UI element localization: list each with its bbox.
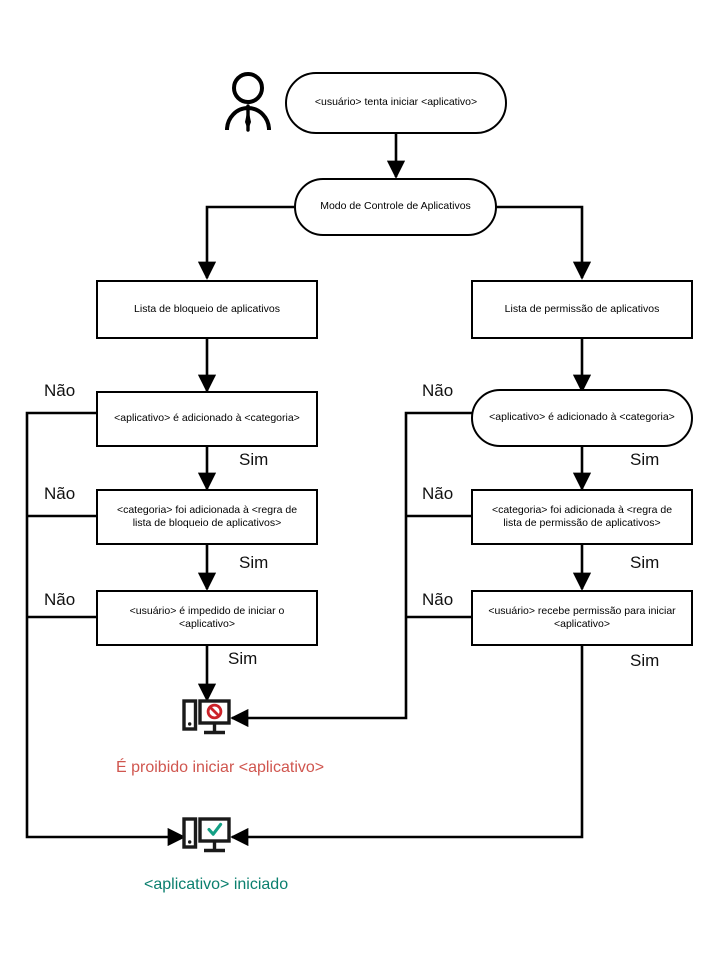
node-allow-category-label: <aplicativo> é adicionado à <categoria> xyxy=(489,411,675,424)
node-block-category[interactable]: <aplicativo> é adicionado à <categoria> xyxy=(96,391,318,447)
computer-blocked-icon xyxy=(182,698,232,742)
edge-blockcat-nao xyxy=(25,411,186,847)
edge-mode-to-allowlist xyxy=(496,205,592,280)
node-blocklist-label: Lista de bloqueio de aplicativos xyxy=(134,302,280,315)
node-block-user-line2: <aplicativo> xyxy=(178,618,236,630)
node-block-rule[interactable]: <categoria> foi adicionada à <regra de l… xyxy=(96,489,318,545)
branch-label-allow-rule-no: Não xyxy=(422,484,454,503)
branch-label-allow-user-no: Não xyxy=(422,590,454,609)
branch-label-block-user-yes: Sim xyxy=(228,649,258,668)
node-allowlist-label: Lista de permissão de aplicativos xyxy=(504,302,660,315)
branch-label-block-user-no: Não xyxy=(44,590,76,609)
outcome-blocked-label: É proibido iniciar <aplicativo> xyxy=(116,759,325,776)
branch-label-allow-user-yes: Sim xyxy=(630,651,660,670)
branch-label-allow-rule-yes: Sim xyxy=(630,553,660,572)
user-person-icon xyxy=(222,70,274,132)
edge-mode-to-blocklist xyxy=(197,205,294,280)
branch-label-allow-category-yes: Sim xyxy=(630,450,660,469)
outcome-started-label: <aplicativo> iniciado xyxy=(144,876,289,893)
branch-label-block-rule-yes: Sim xyxy=(239,553,269,572)
node-allow-user-line2: <aplicativo> xyxy=(553,618,611,630)
node-allow-category[interactable]: <aplicativo> é adicionado à <categoria> xyxy=(471,389,693,447)
branch-label-allow-category-no: Não xyxy=(422,381,454,400)
branch-label-block-rule-no: Não xyxy=(44,484,76,503)
node-block-rule-line1: <categoria> foi adicionada à <regra de xyxy=(116,503,298,516)
branch-label-block-category-no: Não xyxy=(44,381,76,400)
node-block-category-label: <aplicativo> é adicionado à <categoria> xyxy=(114,412,300,425)
node-start[interactable]: <usuário> tenta iniciar <aplicativo> xyxy=(285,72,507,134)
node-allowlist[interactable]: Lista de permissão de aplicativos xyxy=(471,280,693,339)
edge-allowcat-nao xyxy=(230,411,472,728)
node-app-control-mode[interactable]: Modo de Controle de Aplicativos xyxy=(294,178,497,236)
node-allow-rule-line1: <categoria> foi adicionada à <regra de xyxy=(491,503,673,516)
node-allow-rule-line2: lista de permissão de aplicativos> xyxy=(503,517,661,529)
node-start-label: <usuário> tenta iniciar <aplicativo> xyxy=(314,96,478,109)
node-block-rule-line2: lista de bloqueio de aplicativos> xyxy=(132,517,282,529)
branch-label-block-category-yes: Sim xyxy=(239,450,269,469)
computer-allowed-icon xyxy=(182,816,232,860)
node-allow-user-line1: <usuário> recebe permissão para iniciar xyxy=(488,604,676,617)
node-blocklist[interactable]: Lista de bloqueio de aplicativos xyxy=(96,280,318,339)
node-block-user[interactable]: <usuário> é impedido de iniciar o <aplic… xyxy=(96,590,318,646)
node-block-user-line1: <usuário> é impedido de iniciar o xyxy=(129,604,285,617)
node-app-control-mode-label: Modo de Controle de Aplicativos xyxy=(320,200,471,213)
node-allow-user[interactable]: <usuário> recebe permissão para iniciar … xyxy=(471,590,693,646)
edge-allowuser-sim xyxy=(230,646,584,847)
node-allow-rule[interactable]: <categoria> foi adicionada à <regra de l… xyxy=(471,489,693,545)
